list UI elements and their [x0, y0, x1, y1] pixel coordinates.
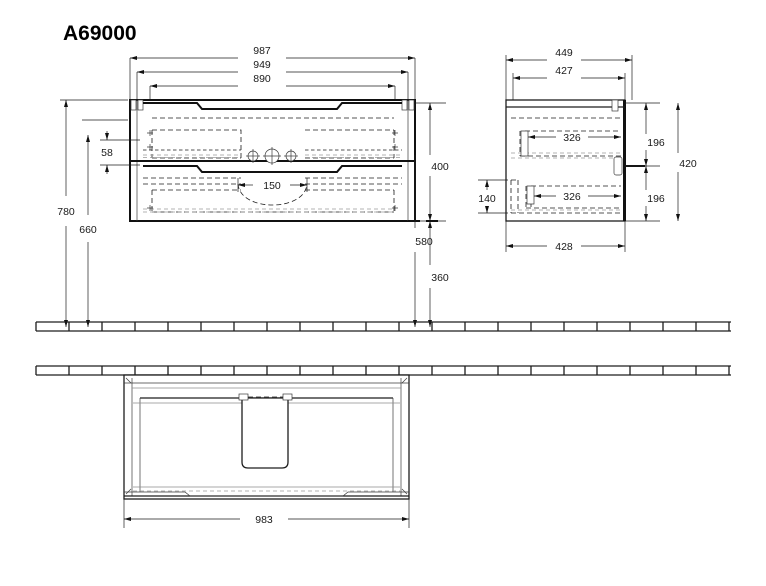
waste-connection-right: [284, 149, 298, 163]
front-plumbing-connections: [246, 147, 298, 165]
dim-58: 58: [100, 131, 140, 174]
plan-bottom-rail: [124, 491, 409, 497]
floor-hatch-band-upper: [35, 321, 731, 332]
dim-label-140: 140: [478, 193, 496, 205]
dim-label-420: 420: [679, 158, 697, 170]
dim-949: 949: [137, 59, 408, 74]
dim-140: 140: [478, 179, 508, 214]
dim-428: 428: [505, 221, 626, 253]
dim-label-449: 449: [555, 47, 573, 59]
dim-label-428: 428: [555, 241, 573, 253]
waste-connection-center: [263, 147, 281, 165]
dim-196-upper: 196: [625, 102, 665, 167]
dim-449: 449: [506, 47, 632, 62]
dim-label-326-upper: 326: [563, 132, 581, 144]
waste-connection-left: [246, 149, 260, 163]
plan-corner-marks: [125, 377, 408, 495]
dim-660: 660: [79, 119, 128, 327]
side-carcass-outline: [505, 99, 626, 222]
side-top-bracket: [611, 99, 619, 112]
front-elevation-view: 987 949 890: [57, 45, 449, 327]
side-extension-lines: [505, 55, 633, 100]
dim-987: 987: [130, 45, 415, 60]
dim-150: 150: [237, 178, 308, 192]
front-right-bracket: [401, 99, 415, 111]
dim-label-326-lower: 326: [563, 191, 581, 203]
dim-427: 427: [513, 65, 625, 80]
dim-label-427: 427: [555, 65, 573, 77]
plan-siphon-cutout: [238, 393, 293, 469]
dim-890: 890: [150, 73, 395, 88]
side-upper-drawer: 326: [511, 117, 621, 159]
front-lower-drawer: [143, 165, 402, 213]
side-back-panel: [623, 100, 626, 221]
front-upper-drawer: [130, 102, 415, 162]
side-elevation-view: 449 427: [478, 47, 697, 253]
dim-label-400: 400: [431, 161, 449, 173]
dim-label-987: 987: [253, 45, 271, 57]
dim-196-lower: 196: [625, 166, 665, 222]
dim-label-983: 983: [255, 514, 273, 526]
dim-label-360: 360: [431, 272, 449, 284]
dim-420: 420: [676, 103, 697, 221]
front-left-bracket: [130, 99, 144, 111]
dim-label-58: 58: [101, 147, 113, 159]
dim-580: 580: [408, 155, 438, 327]
dim-label-780: 780: [57, 206, 75, 218]
dim-label-949: 949: [253, 59, 271, 71]
page-title: A69000: [63, 22, 137, 45]
plan-view: 983: [123, 374, 410, 528]
dim-label-660: 660: [79, 224, 97, 236]
side-lower-drawer: 326: [510, 179, 621, 214]
dim-label-196-lower: 196: [647, 193, 665, 205]
dim-label-580: 580: [415, 236, 433, 248]
dim-label-890: 890: [253, 73, 271, 85]
dim-label-150: 150: [263, 180, 281, 192]
dim-983: 983: [123, 499, 410, 528]
dim-400: 400: [415, 102, 449, 222]
dim-label-196-upper: 196: [647, 137, 665, 149]
